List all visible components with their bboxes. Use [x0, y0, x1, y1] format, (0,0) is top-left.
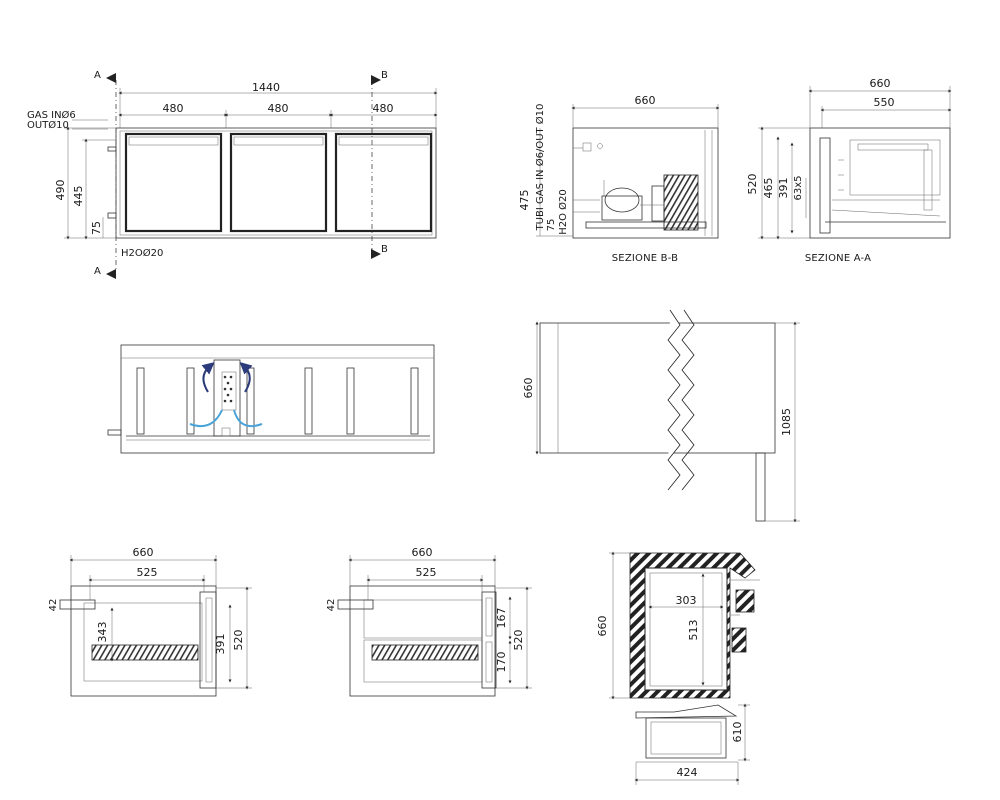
dim-bl-391: 391 [214, 634, 227, 655]
title-section-bb: SEZIONE B-B [612, 253, 679, 264]
dim-445: 445 [72, 186, 85, 207]
dim-bm-525: 525 [416, 566, 437, 579]
dim-bb-75: 75 [546, 219, 557, 232]
dim-bl-660: 660 [133, 546, 154, 559]
dim-aa-465: 465 [762, 178, 775, 199]
dim-br-660: 660 [596, 616, 609, 637]
dim-bm-660: 660 [412, 546, 433, 559]
dim-bm-520: 520 [512, 630, 525, 651]
label-h2o-side: H2O Ø20 [557, 189, 569, 235]
plan-break-view [535, 309, 800, 523]
dim-bb-475: 475 [518, 190, 531, 211]
top-plan-view [107, 344, 435, 454]
dim-490: 490 [54, 180, 67, 201]
dim-br-610: 610 [731, 722, 744, 743]
bottom-right-section [609, 551, 760, 785]
section-marker-b-bottom: B [381, 244, 388, 255]
dim-aa-391: 391 [777, 178, 790, 199]
section-marker-a-top: A [94, 70, 101, 81]
title-section-aa: SEZIONE A-A [805, 253, 871, 264]
section-arrow-b-top [371, 75, 381, 85]
dim-plan-1085: 1085 [780, 408, 793, 436]
dim-bl-520: 520 [232, 630, 245, 651]
bottom-mid-section [337, 555, 532, 697]
dim-bm-167: 167 [495, 608, 508, 629]
dim-480-b: 480 [268, 102, 289, 115]
section-arrow-a-bottom [106, 269, 116, 279]
label-h2o: H2OØ20 [121, 247, 163, 259]
dim-75: 75 [90, 221, 103, 235]
dim-br-424: 424 [677, 766, 698, 779]
section-arrow-a-top [106, 73, 116, 83]
dim-bl-525: 525 [137, 566, 158, 579]
dim-aa-63x5: 63x5 [793, 175, 804, 200]
dim-plan-660: 660 [522, 378, 535, 399]
dim-bl-42: 42 [48, 599, 59, 612]
label-gas-in: GAS INØ6 [27, 109, 76, 121]
dim-bb-660: 660 [635, 94, 656, 107]
dim-aa-660: 660 [870, 77, 891, 90]
front-view [64, 80, 438, 270]
dim-br-513: 513 [687, 620, 700, 641]
dim-br-303: 303 [676, 594, 697, 607]
section-marker-a-bottom: A [94, 266, 101, 277]
section-aa-view [758, 86, 952, 240]
dim-bm-170: 170 [495, 652, 508, 673]
dim-bl-343: 343 [96, 622, 109, 643]
dim-480-a: 480 [163, 102, 184, 115]
label-tubi-gas: TUBI GAS IN Ø6/OUT Ø10 [534, 104, 546, 232]
label-out: OUTØ10 [27, 119, 69, 131]
dim-aa-550: 550 [874, 96, 895, 109]
dim-1440: 1440 [252, 81, 280, 94]
dim-bm-42: 42 [326, 599, 337, 612]
bottom-left-section [59, 555, 252, 697]
dim-aa-520: 520 [746, 174, 759, 195]
dim-480-c: 480 [373, 102, 394, 115]
section-arrow-b-bottom [371, 249, 381, 259]
section-marker-b-top: B [381, 70, 388, 81]
section-bb-view [536, 104, 720, 239]
